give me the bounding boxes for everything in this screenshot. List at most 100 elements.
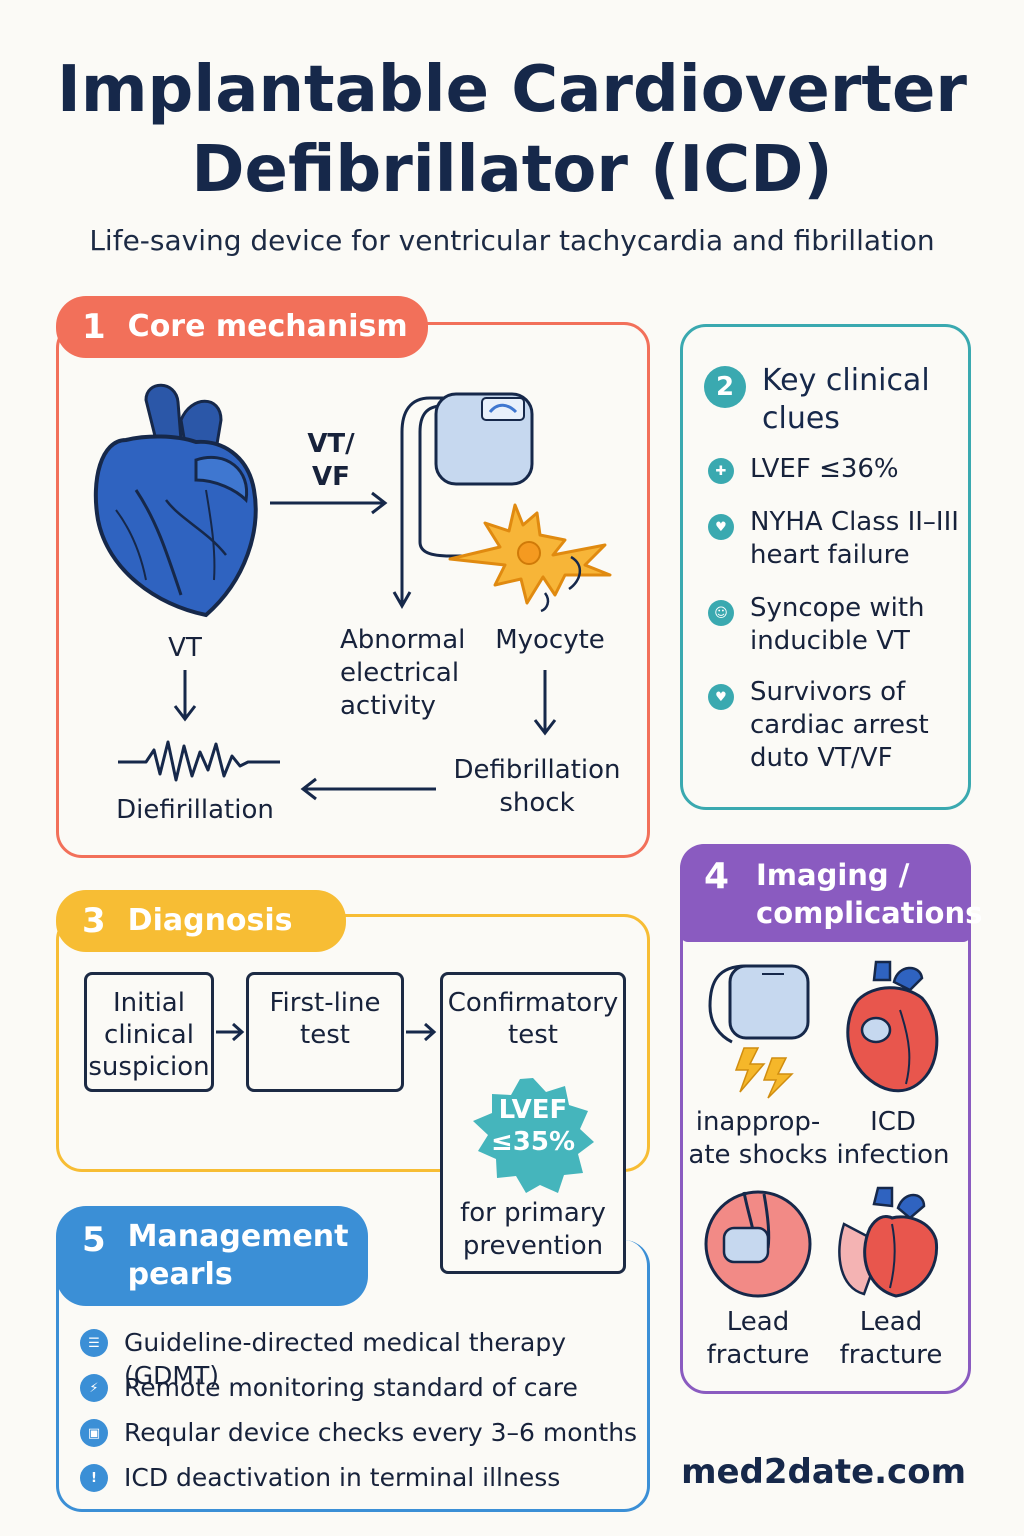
lvef-badge bbox=[473, 1078, 594, 1193]
note-line: for primary bbox=[460, 1198, 606, 1228]
complication-label: Lead fracture bbox=[688, 1306, 828, 1372]
imaging-title-line-1: Imaging / bbox=[756, 858, 910, 892]
monitor-icon: ⚡ bbox=[80, 1374, 108, 1402]
badge-line: ≤35% bbox=[490, 1127, 576, 1157]
note-line: prevention bbox=[462, 1231, 604, 1261]
management-panel bbox=[56, 1240, 650, 1512]
imaging-title: Imaging / complications bbox=[756, 856, 982, 932]
clue-text: Syncope with bbox=[750, 593, 925, 623]
arrow-down-icon bbox=[533, 670, 557, 736]
clues-title: Key clinical clues bbox=[762, 362, 930, 438]
section-number: 4 bbox=[704, 856, 730, 897]
clues-title-line-1: Key clinical bbox=[762, 363, 930, 398]
clipboard-icon: ☰ bbox=[80, 1329, 108, 1357]
person-icon: ☺ bbox=[708, 600, 734, 626]
clue-text: cardiac arrest bbox=[750, 710, 929, 740]
box-line: First-line bbox=[269, 988, 381, 1018]
complication-line: Lead bbox=[726, 1307, 790, 1337]
complication-line: ate shocks bbox=[688, 1140, 828, 1170]
core-mechanism-tab: 1 Core mechanism bbox=[56, 296, 428, 358]
shock-line-1: Defibrillation bbox=[453, 755, 621, 785]
box-line: test bbox=[508, 1020, 558, 1050]
clue-text: inducible VT bbox=[750, 626, 910, 656]
pearl-item: Reqular device checks every 3–6 months bbox=[124, 1418, 638, 1447]
complication-line: Lead bbox=[859, 1307, 923, 1337]
section-title: Core mechanism bbox=[127, 309, 408, 344]
pearl-item: Guideline-directed medical therapy (GDMT… bbox=[124, 1328, 567, 1390]
ecg-waveform-icon bbox=[118, 740, 280, 782]
management-title-line-1: Management bbox=[127, 1219, 349, 1254]
vtvf-label-line-2: VF bbox=[312, 462, 350, 492]
management-title-line-2: pearls bbox=[127, 1257, 233, 1292]
box-line: Confirmatory bbox=[447, 988, 619, 1018]
myocyte-label: Myocyte bbox=[495, 625, 605, 655]
complication-label: inapprop- ate shocks bbox=[688, 1106, 828, 1172]
defibrillation-shock-label: Defibrillation shock bbox=[450, 754, 624, 820]
imaging-header bbox=[680, 844, 971, 942]
arrow-right-icon bbox=[270, 491, 388, 515]
vtvf-label-line-1: VT/ bbox=[307, 429, 355, 459]
section-title: Management pearls bbox=[128, 1218, 349, 1294]
box-line: Initial bbox=[113, 988, 185, 1018]
device-check-icon: ▣ bbox=[80, 1419, 108, 1447]
abnormal-line-3: activity bbox=[340, 691, 436, 721]
myocyte-icon bbox=[448, 503, 612, 613]
complication-line: fracture bbox=[839, 1340, 943, 1370]
imaging-title-line-2: complications bbox=[756, 896, 983, 930]
infected-heart-icon bbox=[846, 960, 939, 1093]
clue-text: Survivors of bbox=[750, 677, 906, 707]
box-line: clinical bbox=[104, 1020, 194, 1050]
heart-illustration bbox=[93, 383, 258, 618]
diagnosis-tab: 3 Diagnosis bbox=[56, 890, 346, 952]
site-url[interactable]: med2date.com bbox=[681, 1452, 966, 1492]
pearl-item: ICD deactivation in terminal illness bbox=[124, 1463, 561, 1492]
heart-icon: ♥ bbox=[708, 684, 734, 710]
abnormal-line-2: electrical bbox=[340, 658, 460, 688]
lead-heart-icon bbox=[704, 1190, 812, 1298]
first-line-test-box: First-line test bbox=[246, 972, 404, 1092]
defibrillation-label: Diefirillation bbox=[116, 795, 274, 825]
clue-text: duto VT/VF bbox=[750, 743, 893, 773]
clue-text: NYHA Class II–III bbox=[750, 507, 959, 537]
arrow-left-icon bbox=[300, 777, 436, 801]
section-number: 3 bbox=[82, 901, 106, 941]
clue-item: LVEF ≤36% bbox=[750, 453, 960, 486]
complication-label: ICD infection bbox=[824, 1106, 962, 1172]
info-icon: ! bbox=[80, 1464, 108, 1492]
page-subtitle: Life-saving device for ventricular tachy… bbox=[89, 224, 935, 257]
abnormal-activity-label: Abnormal electrical activity bbox=[340, 624, 490, 723]
section-number-badge: 2 bbox=[704, 366, 746, 408]
section-number: 1 bbox=[82, 307, 106, 347]
arrow-down-icon bbox=[173, 670, 197, 722]
lvef-badge-text: LVEF ≤35% bbox=[470, 1094, 596, 1158]
badge-line: LVEF bbox=[498, 1095, 568, 1125]
complication-line: infection bbox=[836, 1140, 950, 1170]
page-title-line-1: Implantable Cardioverter bbox=[57, 53, 967, 127]
clue-item: Syncope with inducible VT bbox=[750, 592, 960, 658]
heart-icon: ♥ bbox=[708, 514, 734, 540]
complication-line: fracture bbox=[706, 1340, 810, 1370]
arrow-right-icon bbox=[216, 1022, 245, 1042]
vt-label: VT bbox=[168, 633, 202, 663]
complication-label: Lead fracture bbox=[822, 1306, 960, 1372]
arrow-right-icon bbox=[406, 1022, 437, 1042]
lungs-heart-icon bbox=[838, 1186, 939, 1298]
initial-suspicion-box: Initial clinical suspicion bbox=[84, 972, 214, 1092]
page-title-line-2: Defibrillator (ICD) bbox=[191, 133, 833, 207]
icd-device-icon bbox=[392, 392, 534, 610]
clue-item: Survivors of cardiac arrest duto VT/VF bbox=[750, 676, 960, 775]
section-number: 5 bbox=[82, 1220, 106, 1260]
clue-text: heart failure bbox=[750, 540, 910, 570]
clue-item: NYHA Class II–III heart failure bbox=[750, 506, 965, 572]
clue-text: LVEF ≤36% bbox=[750, 454, 899, 484]
plus-icon: ✚ bbox=[708, 458, 734, 484]
primary-prevention-note: for primary prevention bbox=[444, 1197, 622, 1263]
box-line: suspicion bbox=[88, 1052, 210, 1082]
abnormal-line-1: Abnormal bbox=[340, 625, 466, 655]
clues-title-line-2: clues bbox=[762, 401, 840, 436]
shock-line-2: shock bbox=[499, 788, 575, 818]
section-title: Diagnosis bbox=[127, 903, 293, 938]
management-tab: 5 Management pearls bbox=[56, 1206, 368, 1306]
icd-shock-icon bbox=[708, 964, 810, 1099]
box-line: test bbox=[300, 1020, 350, 1050]
